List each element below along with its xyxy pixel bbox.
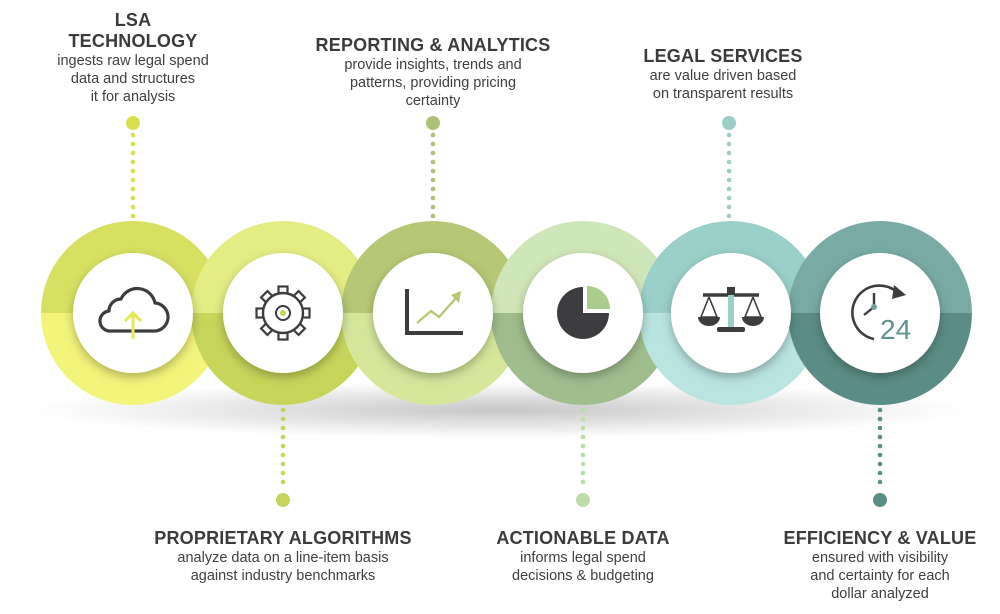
step-title-line: REPORTING & ANALYTICS: [315, 35, 551, 55]
step-description: provide insights, trends and patterns, pr…: [283, 56, 583, 110]
connector-dots-2: [276, 407, 290, 507]
step-label-5: LEGAL SERVICES are value driven based on t…: [603, 46, 843, 103]
connector-endpoint: [873, 493, 887, 507]
step-title-line: LEGAL SERVICES: [643, 46, 803, 66]
connector-dots-5: [722, 116, 736, 219]
step-description-line: provide insights, trends and: [344, 57, 522, 73]
step-description-line: data and structures: [70, 71, 196, 87]
step-description: are value driven based on transparent res…: [603, 67, 843, 103]
step-description: analyze data on a line-item basis against…: [123, 549, 443, 585]
step-description-line: ingests raw legal spend: [57, 53, 209, 69]
clock-24-icon: 24: [851, 284, 911, 345]
step-description-line: against industry benchmarks: [190, 568, 376, 584]
connector-dots-1: [126, 116, 140, 219]
connector-dots-3: [426, 116, 440, 219]
step-description-line: certainty: [405, 93, 461, 109]
connector-endpoint: [126, 116, 140, 130]
step-description-line: ensured with visibility: [811, 550, 949, 566]
step-title: PROPRIETARY ALGORITHMS: [123, 528, 443, 549]
step-description-line: decisions & budgeting: [512, 568, 654, 584]
step-description-line: dollar analyzed: [831, 586, 929, 602]
step-title-line: TECHNOLOGY: [68, 31, 198, 51]
connector-endpoint: [276, 493, 290, 507]
cloud-upload-icon: [98, 286, 170, 339]
pie-chart-icon: [557, 286, 610, 339]
step-title-line: LSA: [114, 10, 152, 30]
step-title-line: PROPRIETARY ALGORITHMS: [154, 528, 412, 548]
connector-endpoint: [722, 116, 736, 130]
gear-icon: [255, 285, 311, 341]
step-description-line: patterns, providing pricing: [349, 75, 517, 91]
trend-chart-icon: [405, 289, 463, 335]
clock-number: 24: [880, 314, 911, 345]
scales-icon: [698, 287, 764, 332]
connector-dots-4: [576, 407, 590, 507]
step-description: ingests raw legal spend data and structur…: [23, 52, 243, 106]
connector-dots-6: [873, 407, 887, 507]
step-description-line: and certainty for each: [810, 568, 950, 584]
step-title: ACTIONABLE DATA: [463, 528, 703, 549]
connector-endpoint: [576, 493, 590, 507]
step-title: REPORTING & ANALYTICS: [283, 35, 583, 56]
step-description-line: informs legal spend: [520, 550, 646, 566]
step-title: LEGAL SERVICES: [603, 46, 843, 67]
step-description-line: analyze data on a line-item basis: [177, 550, 389, 566]
connector-endpoint: [426, 116, 440, 130]
step-title-line: EFFICIENCY & VALUE: [783, 528, 977, 548]
step-description-line: are value driven based: [649, 68, 797, 84]
step-description-line: on transparent results: [652, 86, 794, 102]
step-center-6: [820, 253, 940, 373]
step-label-4: ACTIONABLE DATA informs legal spend decisi…: [463, 528, 703, 585]
step-description: informs legal spend decisions & budgeting: [463, 549, 703, 585]
step-description-line: it for analysis: [90, 89, 176, 105]
step-description: ensured with visibility and certainty for…: [760, 549, 1000, 603]
step-title: EFFICIENCY & VALUE: [760, 528, 1000, 549]
step-title-line: ACTIONABLE DATA: [496, 528, 670, 548]
